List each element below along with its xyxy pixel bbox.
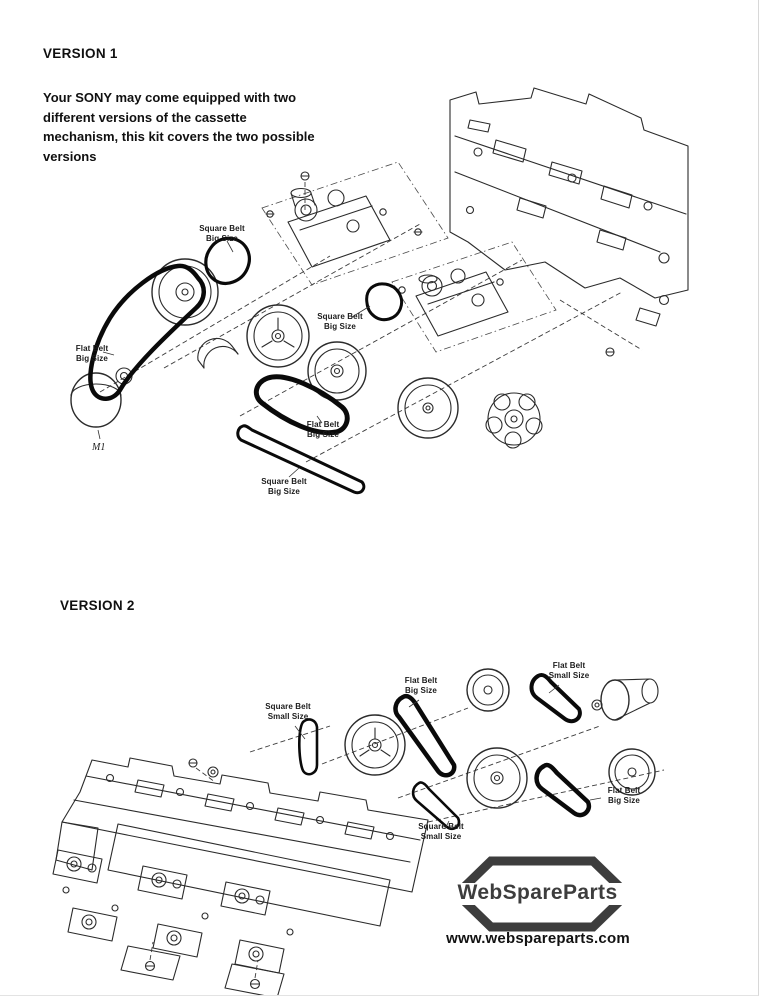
version2-title: VERSION 2 [60,598,135,613]
right-pulley [397,377,459,439]
belt-label: Flat Belt Small Size [548,661,590,681]
belt-label: Square Belt Small Size [418,822,464,842]
axis-dashed-lines [249,707,665,823]
website-url: www.webspareparts.com [446,930,630,947]
main-chassis-plate [55,757,429,893]
flywheel-a [344,714,406,776]
version1-title: VERSION 1 [43,46,118,61]
version1-diagram [70,87,689,495]
flat-belt-big-center [253,374,350,436]
label-leader-lines [97,240,371,478]
flat-belt-small [529,672,582,724]
hexagon-logo-icon [425,856,650,932]
axis-dashed-lines [99,223,643,463]
motor-version2 [591,678,659,721]
pulley-b [466,668,510,712]
belt-label: Flat Belt Big Size [306,420,340,440]
belts-version1 [88,236,404,495]
sub-deck-plate [107,823,391,927]
rear-chassis-plate [449,87,689,327]
label-leader-lines [294,684,602,830]
logo-text: WebSpareParts [457,881,618,905]
mechanism-block-a [261,161,449,286]
flat-belt-big-2 [534,762,592,818]
square-belt-big-mid [365,282,404,322]
belt-label: Flat Belt Big Size [404,676,438,696]
belt-label: Square Belt Big Size [317,312,363,332]
pulley-d [608,748,656,796]
square-belt-big-top [204,236,251,285]
belts-version2 [298,672,592,831]
version1-description: Your SONY may come equipped with two dif… [43,90,315,164]
square-belt-small-2 [411,781,461,831]
version2-diagram [52,668,665,995]
flywheel-1 [246,304,310,368]
head-assemblies [52,849,294,995]
mechanism-block-b [391,228,557,353]
flat-belt-big-1 [393,693,457,778]
flywheel-c [466,747,528,809]
belt-label: Flat Belt Big Size [75,344,109,364]
belt-label: Flat Belt Big Size [607,786,641,806]
belt-label: Square Belt Big Size [261,477,307,497]
square-belt-small-1 [298,718,319,776]
shaft-bracket [197,337,239,369]
belt-label: Square Belt Big Size [199,224,245,244]
square-belt-big-long [236,424,366,495]
motor-m1 [70,347,615,428]
webspareparts-logo: WebSpareParts [425,856,650,932]
lobed-wheel [485,392,543,449]
flat-belt-big-left [88,263,206,401]
belt-label: Square Belt Small Size [265,702,311,722]
motor-label: M1 [92,442,106,453]
